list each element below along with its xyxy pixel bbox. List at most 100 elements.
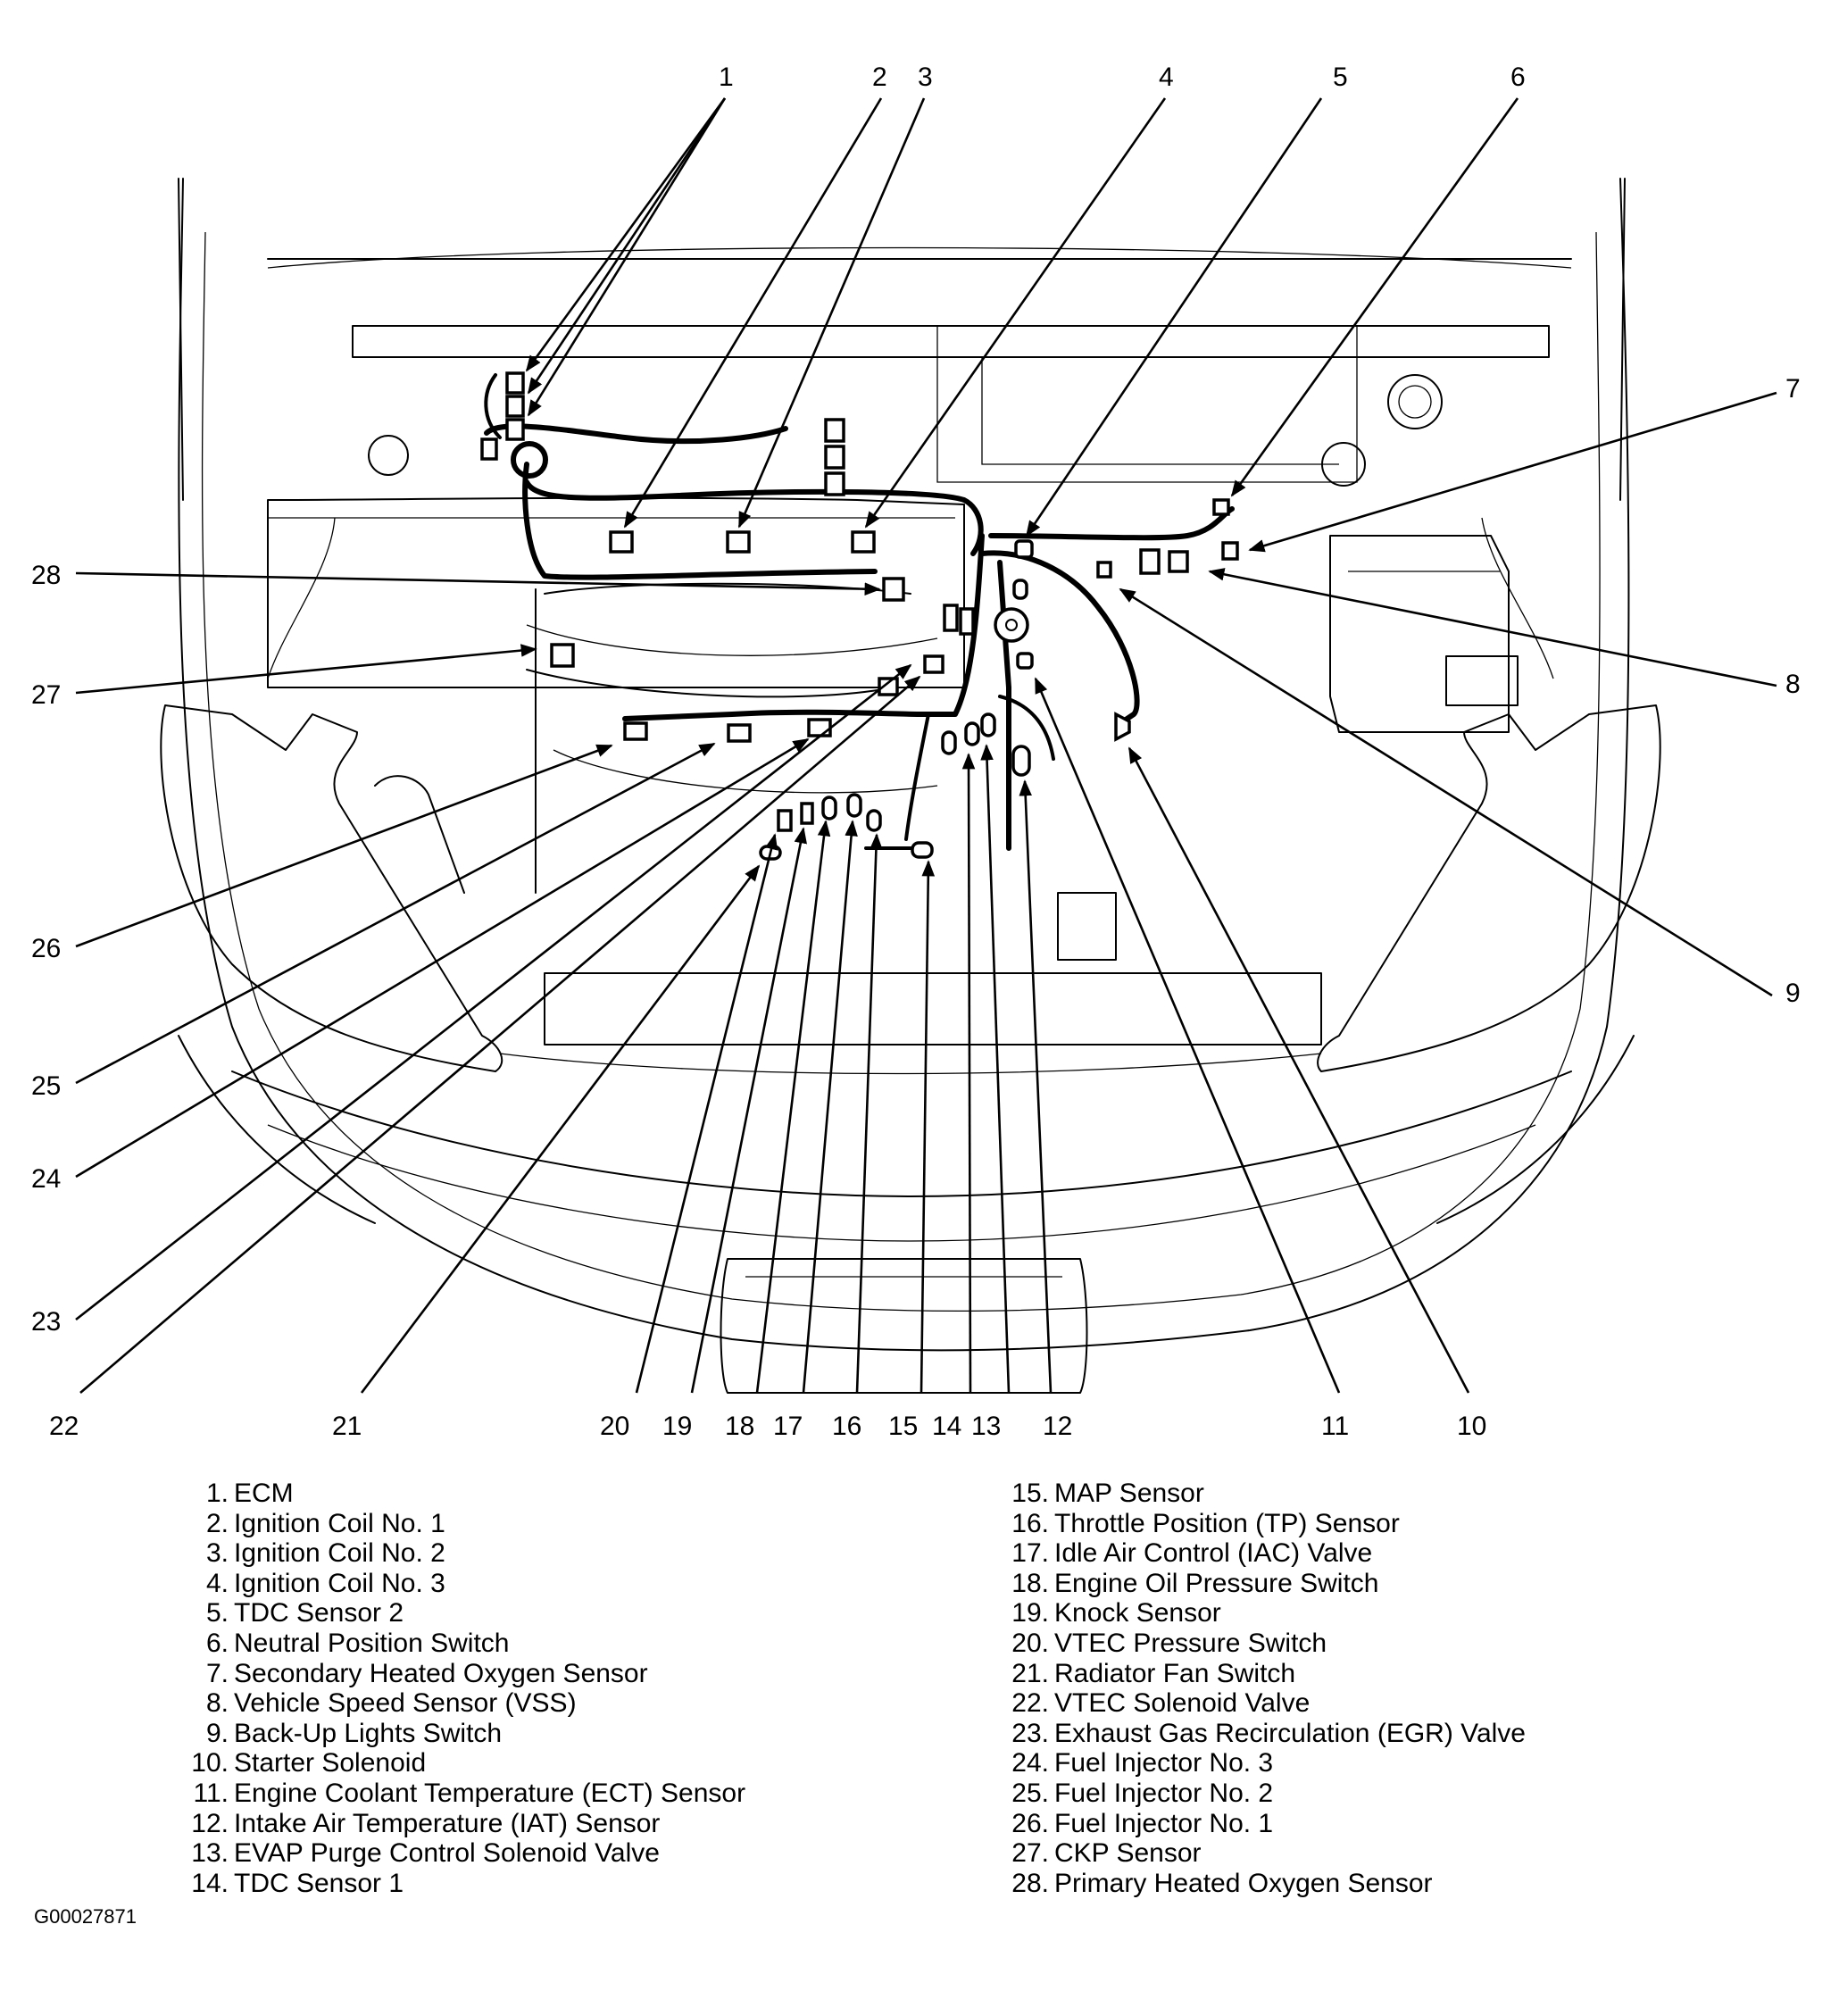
legend-item: 1.ECM	[182, 1479, 745, 1509]
legend-item: 5.TDC Sensor 2	[182, 1598, 745, 1629]
connector-ecm-b	[505, 395, 525, 418]
ignition-coil-3-connector	[851, 530, 876, 554]
legend-label: Radiator Fan Switch	[1054, 1658, 1296, 1688]
legend-number: 22.	[1011, 1688, 1049, 1719]
legend-item: 17.Idle Air Control (IAC) Valve	[1009, 1538, 1526, 1569]
figure-id: G00027871	[34, 1905, 137, 1928]
legend-number: 20.	[1011, 1628, 1049, 1658]
legend-number: 21.	[1011, 1658, 1049, 1688]
connector-mid-a	[943, 604, 959, 632]
callout-5: 5	[1333, 62, 1348, 92]
legend-item: 6.Neutral Position Switch	[182, 1629, 745, 1659]
callout-3: 3	[918, 62, 933, 92]
legend-item: 14.TDC Sensor 1	[182, 1869, 745, 1899]
legend-item: 24.Fuel Injector No. 3	[1009, 1748, 1526, 1779]
legend-number: 28.	[1011, 1868, 1049, 1898]
fuel-injector-1-connector	[623, 721, 648, 741]
legend-item: 20.VTEC Pressure Switch	[1009, 1629, 1526, 1659]
legend-label: TDC Sensor 1	[234, 1868, 404, 1898]
legend-item: 10.Starter Solenoid	[182, 1748, 745, 1779]
fuel-injector-2b-connector	[807, 718, 832, 737]
knock-sensor-connector	[800, 802, 814, 825]
callout-24: 24	[31, 1164, 61, 1194]
ignition-coil-2-connector	[726, 530, 751, 554]
legend-number: 7.	[205, 1658, 229, 1688]
legend-label: Throttle Position (TP) Sensor	[1054, 1508, 1400, 1538]
legend-label: TDC Sensor 2	[234, 1598, 404, 1629]
callout-25: 25	[31, 1071, 61, 1101]
legend-number: 18.	[1011, 1568, 1049, 1598]
evap-valve-connector-b	[980, 712, 996, 737]
legend-item: 21.Radiator Fan Switch	[1009, 1659, 1526, 1689]
legend-item: 23.Exhaust Gas Recirculation (EGR) Valve	[1009, 1719, 1526, 1749]
callout-leaders	[75, 97, 1777, 1394]
legend-left-column: 1.ECM 2.Ignition Coil No. 1 3.Ignition C…	[182, 1479, 745, 1898]
fuel-injector-2-connector	[727, 723, 752, 743]
legend-number: 14.	[191, 1868, 229, 1898]
evap-valve-connector	[964, 721, 980, 746]
callout-21: 21	[332, 1412, 362, 1441]
callout-16: 16	[832, 1412, 861, 1441]
ect-sender	[1012, 579, 1028, 600]
legend-number: 17.	[1011, 1538, 1049, 1569]
legend-number: 11.	[193, 1778, 229, 1808]
legend-number: 1.	[205, 1479, 229, 1508]
tdc-sensor-2-connector	[1014, 539, 1034, 559]
connector-aux-c	[824, 471, 845, 496]
oil-pressure-switch-connector	[821, 796, 837, 821]
legend-number: 10.	[191, 1748, 229, 1779]
legend-label: VTEC Solenoid Valve	[1054, 1688, 1311, 1719]
legend-number: 6.	[205, 1628, 229, 1658]
vss-connector-b	[1168, 550, 1189, 573]
legend-item: 11.Engine Coolant Temperature (ECT) Sens…	[182, 1778, 746, 1809]
map-sensor-connector	[911, 841, 934, 859]
legend-item: 9.Back-Up Lights Switch	[182, 1719, 745, 1749]
iac-valve-connector	[846, 793, 862, 818]
legend-number: 25.	[1011, 1778, 1049, 1808]
vehicle-body-outline	[160, 178, 1661, 1394]
legend-label: Idle Air Control (IAC) Valve	[1054, 1538, 1373, 1569]
callout-12: 12	[1043, 1412, 1072, 1441]
neutral-position-switch-connector	[1212, 498, 1230, 516]
legend-number: 4.	[205, 1568, 229, 1598]
callout-7: 7	[1785, 374, 1801, 404]
legend-label: Intake Air Temperature (IAT) Sensor	[234, 1808, 661, 1838]
legend-label: ECM	[234, 1479, 294, 1508]
legend-item: 4.Ignition Coil No. 3	[182, 1569, 745, 1599]
connector-mid-b	[959, 607, 975, 636]
legend-item: 22.VTEC Solenoid Valve	[1009, 1688, 1526, 1719]
callout-1: 1	[719, 62, 734, 92]
legend-number: 5.	[205, 1598, 229, 1629]
legend-number: 24.	[1011, 1748, 1049, 1779]
legend-item: 2.Ignition Coil No. 1	[182, 1509, 745, 1539]
legend-item: 16.Throttle Position (TP) Sensor	[1009, 1509, 1526, 1539]
legend-label: Neutral Position Switch	[234, 1628, 510, 1658]
connector-ecm-c	[505, 418, 525, 441]
callout-18: 18	[725, 1412, 754, 1441]
vtec-pressure-switch-connector	[777, 809, 793, 832]
legend-item: 25.Fuel Injector No. 2	[1009, 1779, 1526, 1809]
legend-item: 27.CKP Sensor	[1009, 1838, 1526, 1869]
legend-label: Secondary Heated Oxygen Sensor	[234, 1658, 648, 1688]
legend-number: 9.	[205, 1718, 229, 1748]
legend-number: 12.	[191, 1808, 229, 1838]
legend-number: 2.	[205, 1508, 229, 1538]
tdc-sensor-1-connector	[941, 730, 957, 755]
legend-item: 15.MAP Sensor	[1009, 1479, 1526, 1509]
legend-number: 15.	[1011, 1479, 1049, 1508]
back-up-lights-switch-connector	[1096, 561, 1112, 579]
legend-label: Primary Heated Oxygen Sensor	[1054, 1868, 1433, 1898]
callout-28: 28	[31, 561, 61, 590]
legend-number: 19.	[1011, 1598, 1049, 1629]
callout-26: 26	[31, 934, 61, 963]
legend-label: Back-Up Lights Switch	[234, 1718, 503, 1748]
legend-item: 8.Vehicle Speed Sensor (VSS)	[182, 1688, 745, 1719]
vss-connector	[1139, 548, 1161, 575]
legend-label: Exhaust Gas Recirculation (EGR) Valve	[1054, 1718, 1526, 1748]
legend-label: MAP Sensor	[1054, 1479, 1204, 1508]
legend-label: EVAP Purge Control Solenoid Valve	[234, 1838, 660, 1869]
engine-compartment-diagram: 1 2 3 4 5 6 7 8 9 10 11 12 13 14 15 16 1…	[31, 62, 1801, 1441]
legend-number: 23.	[1011, 1718, 1049, 1748]
legend-label: Knock Sensor	[1054, 1598, 1221, 1629]
callout-22: 22	[49, 1412, 79, 1441]
